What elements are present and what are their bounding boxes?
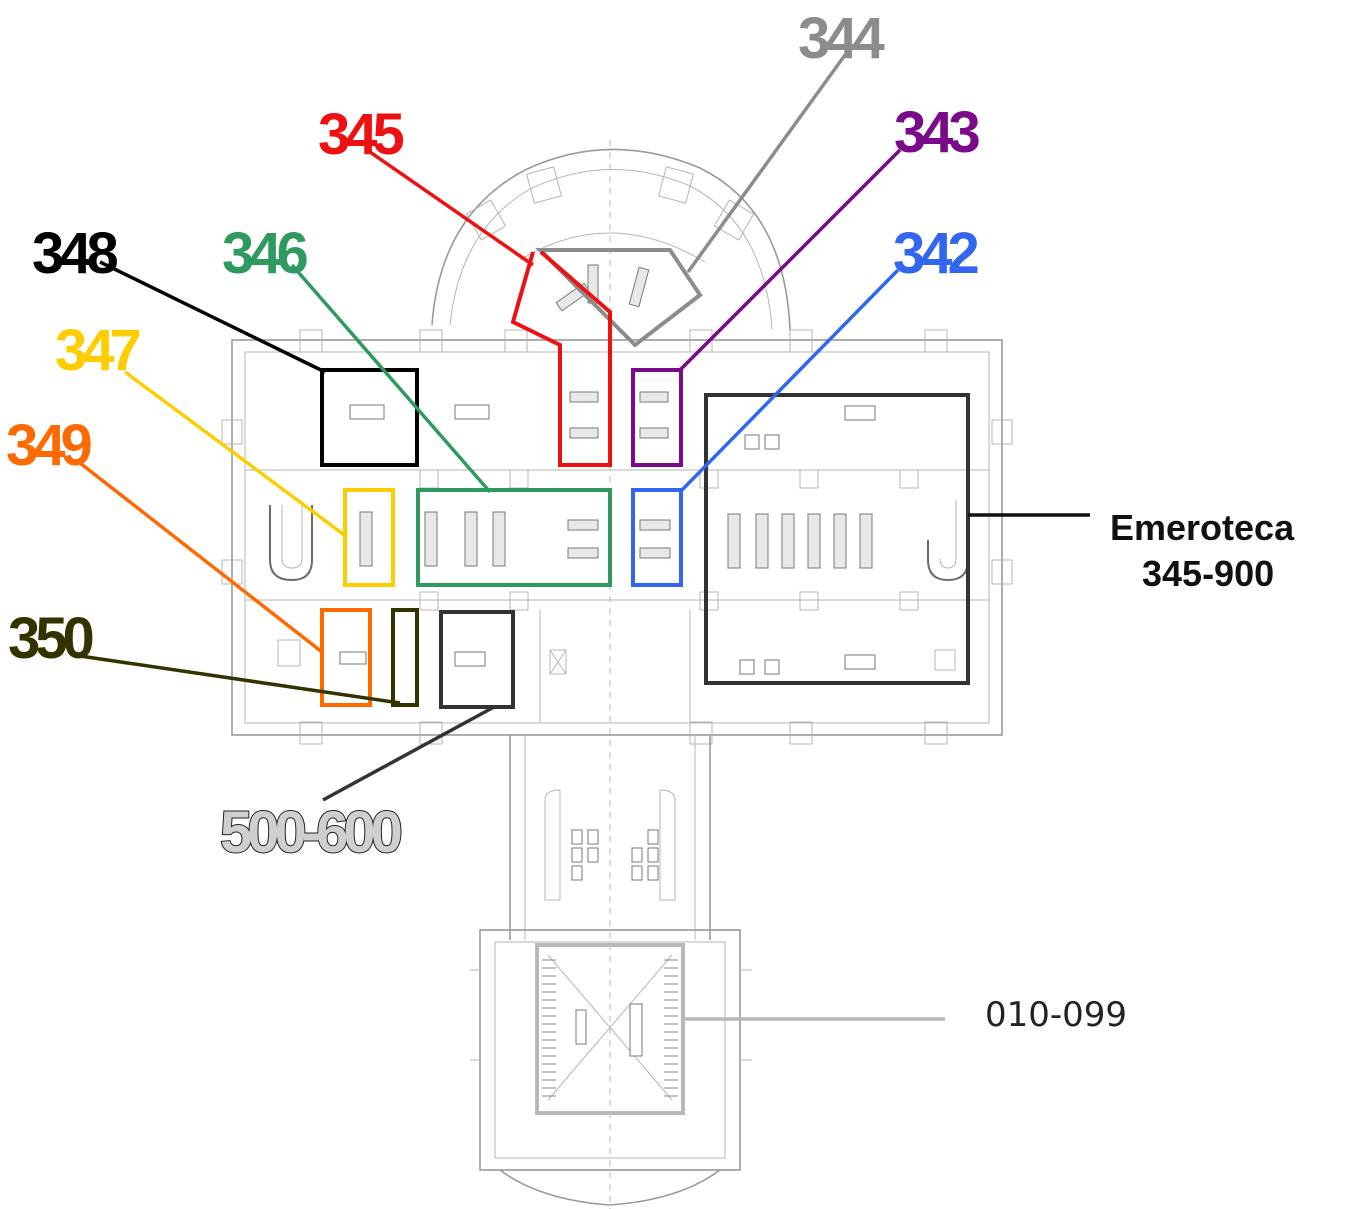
zone-emeroteca-outline[interactable] [704,393,970,685]
label-350[interactable]: 350 [8,606,98,671]
zone-labels: 344 345 343 348 346 342 347 349 350 500-… [6,6,1295,1035]
label-344[interactable]: 344 [798,6,890,71]
leader-347 [123,370,349,539]
zone-343-outline[interactable] [631,368,683,467]
zone-500-600-outline[interactable] [439,610,515,709]
floor-plan-drawing [221,140,1013,1209]
leader-lines [78,53,1090,1021]
leader-349 [78,461,324,654]
zone-349-outline[interactable] [320,608,372,707]
zone-350-outline[interactable] [391,608,419,707]
label-346[interactable]: 346 [222,221,313,286]
label-345[interactable]: 345 [318,102,409,167]
zone-344-outline[interactable] [535,248,703,348]
label-emeroteca-line2[interactable]: 345-900 [1142,553,1274,594]
label-emeroteca-line1[interactable]: Emeroteca [1110,507,1295,548]
label-347[interactable]: 347 [55,318,145,383]
label-010-099[interactable]: 010-099 [985,995,1127,1035]
zone-342-outline[interactable] [631,488,683,587]
zone-345-outline[interactable] [510,250,612,467]
label-343[interactable]: 343 [894,100,985,165]
leader-350 [79,654,401,705]
leader-344 [686,53,847,274]
label-348[interactable]: 348 [32,221,123,286]
label-500-600[interactable]: 500-600 [219,799,407,866]
zone-346-outline[interactable] [416,488,612,587]
leader-500-600 [322,705,495,802]
zone-348-outline[interactable] [320,368,419,467]
leader-345 [369,150,534,267]
label-349[interactable]: 349 [6,413,97,478]
leader-342 [678,268,900,494]
label-342[interactable]: 342 [893,221,983,286]
zone-010-099-outline[interactable] [535,943,685,1115]
leader-346 [290,263,492,494]
leader-348 [99,260,326,374]
leader-343 [678,148,902,372]
zone-outlines [320,248,970,1115]
